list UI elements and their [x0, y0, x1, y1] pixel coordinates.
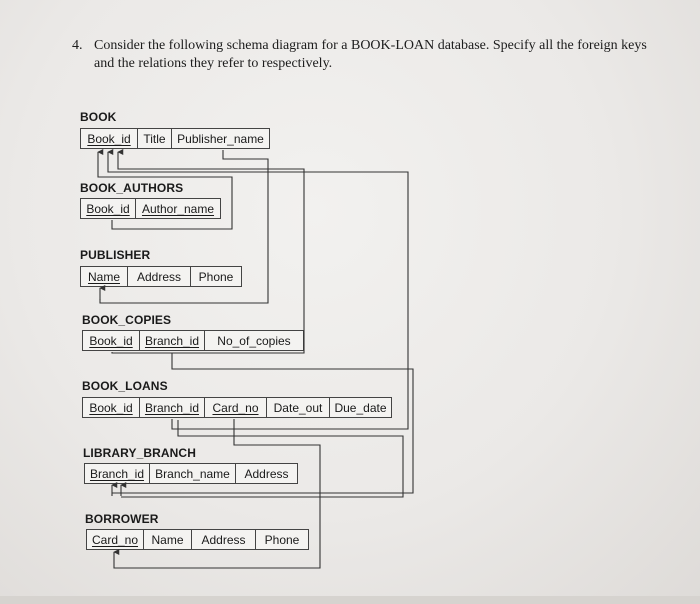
attr-publisher-phone: Phone: [190, 266, 242, 287]
attr-borrower-name: Name: [143, 529, 192, 550]
attr-book-copies-book-id: Book_id: [82, 330, 140, 351]
attr-book-loans-branch-id: Branch_id: [139, 397, 205, 418]
table-name-book-copies: BOOK_COPIES: [82, 313, 172, 327]
table-borrower: Card_no Name Address Phone: [86, 529, 309, 550]
table-name-publisher: PUBLISHER: [80, 248, 151, 262]
table-book-authors: Book_id Author_name: [80, 198, 221, 219]
attr-borrower-card-no: Card_no: [86, 529, 144, 550]
attr-book-loans-date-out: Date_out: [266, 397, 330, 418]
attr-publisher-name: Name: [80, 266, 128, 287]
attr-library-branch-address: Address: [235, 463, 298, 484]
table-book-copies: Book_id Branch_id No_of_copies: [82, 330, 304, 351]
table-library-branch: Branch_id Branch_name Address: [84, 463, 298, 484]
attr-library-branch-branch-name: Branch_name: [149, 463, 236, 484]
table-publisher: Name Address Phone: [80, 266, 242, 287]
table-name-borrower: BORROWER: [85, 512, 159, 526]
attr-book-authors-author-name: Author_name: [135, 198, 221, 219]
attr-book-loans-book-id: Book_id: [82, 397, 140, 418]
table-book: Book_id Title Publisher_name: [80, 128, 270, 149]
page-bottom-edge: [0, 596, 700, 604]
attr-book-loans-due-date: Due_date: [329, 397, 392, 418]
table-name-book: BOOK: [80, 110, 117, 124]
question-text: 4. Consider the following schema diagram…: [72, 37, 662, 73]
question-number: 4.: [72, 38, 83, 53]
attr-borrower-address: Address: [191, 529, 256, 550]
attr-publisher-address: Address: [127, 266, 191, 287]
attr-book-book-id: Book_id: [80, 128, 138, 149]
table-name-book-loans: BOOK_LOANS: [82, 379, 168, 393]
attr-borrower-phone: Phone: [255, 529, 309, 550]
table-name-library-branch: LIBRARY_BRANCH: [83, 446, 196, 460]
attr-book-loans-card-no: Card_no: [204, 397, 267, 418]
attr-library-branch-branch-id: Branch_id: [84, 463, 150, 484]
attr-book-publisher-name: Publisher_name: [171, 128, 270, 149]
table-name-book-authors: BOOK_AUTHORS: [80, 181, 184, 195]
attr-book-copies-no-of-copies: No_of_copies: [204, 330, 304, 351]
question-body: Consider the following schema diagram fo…: [94, 38, 647, 71]
table-book-loans: Book_id Branch_id Card_no Date_out Due_d…: [82, 397, 392, 418]
attr-book-authors-book-id: Book_id: [80, 198, 136, 219]
attr-book-copies-branch-id: Branch_id: [139, 330, 205, 351]
attr-book-title: Title: [137, 128, 172, 149]
